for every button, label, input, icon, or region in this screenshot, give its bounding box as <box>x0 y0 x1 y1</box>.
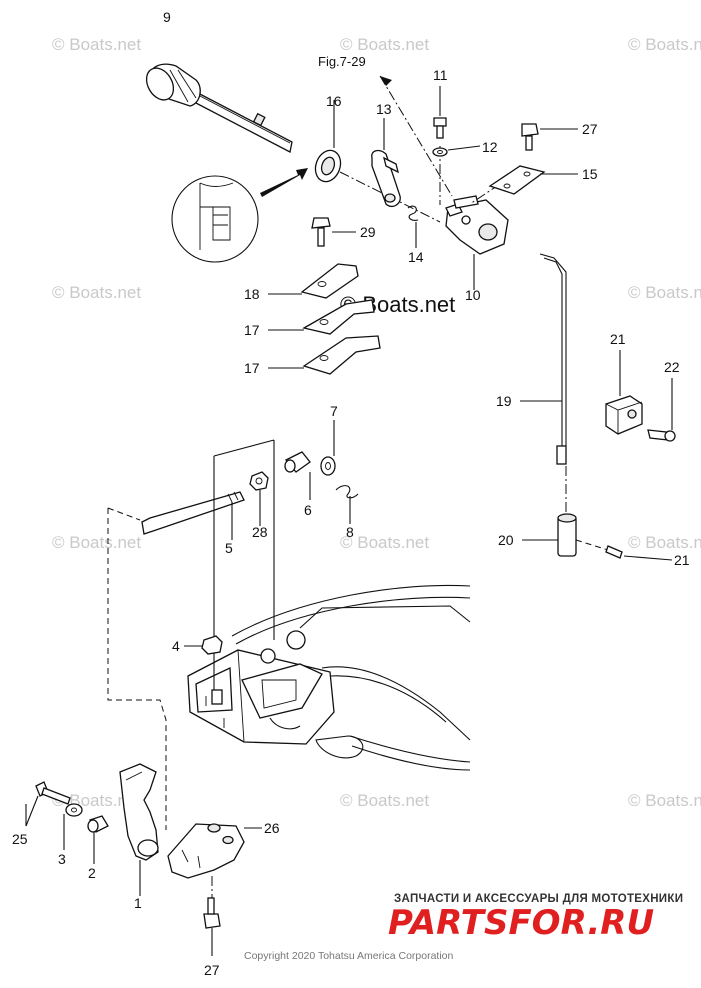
part-label: 29 <box>360 224 376 240</box>
part-label: 2 <box>88 865 96 881</box>
part-25-block <box>167 823 262 879</box>
watermark: © Boats.net <box>340 533 429 552</box>
watermark: © Boats.net <box>628 533 701 552</box>
part-label: 22 <box>664 359 680 375</box>
part-label: 19 <box>496 393 512 409</box>
watermark: © Boats.net <box>628 35 701 54</box>
part-label: 4 <box>172 638 180 654</box>
part-label: 12 <box>482 139 498 155</box>
part-14-clip <box>407 205 419 248</box>
part-9-shaft <box>145 63 293 153</box>
part-label: 27 <box>582 121 598 137</box>
part-4-nut <box>184 635 223 655</box>
part-17a-plate <box>268 299 375 335</box>
part-label: 21 <box>610 331 626 347</box>
part-label: 7 <box>330 403 338 419</box>
part-8-clip <box>335 485 359 524</box>
part-5-rod <box>141 491 245 540</box>
brand-logo: PARTSFOR.RU <box>388 903 654 943</box>
brand-tagline: ЗАПЧАСТИ И АКСЕССУАРЫ ДЛЯ МОТОТЕХНИКИ <box>394 893 683 905</box>
part-1-lever <box>119 763 159 896</box>
part-10-bracket <box>379 75 509 290</box>
part-17b-plate <box>268 335 381 375</box>
part-18-plate <box>268 263 359 299</box>
watermark: © Boats.net <box>628 791 701 810</box>
part-label: 16 <box>326 93 342 109</box>
part-label: 27 <box>204 962 220 978</box>
part-26-bolt <box>203 876 221 956</box>
part-23-screw <box>647 378 676 442</box>
assembly-lines <box>107 507 167 830</box>
detail-circle <box>171 168 308 263</box>
part-21-pin <box>605 545 673 561</box>
part-3-washer <box>63 803 83 850</box>
part-label: 11 <box>433 67 448 83</box>
part-label: 10 <box>465 287 481 303</box>
watermark: © Boats.net <box>52 35 141 54</box>
part-11-screw <box>433 86 447 139</box>
part-15-plate <box>488 165 578 195</box>
part-label: 21 <box>674 552 690 568</box>
part-7-washer <box>320 420 336 476</box>
part-19-rod <box>520 253 567 514</box>
part-label: 18 <box>244 286 260 302</box>
part-22-block <box>605 350 643 435</box>
part-label: 3 <box>58 851 66 867</box>
part-label: 9 <box>163 9 171 25</box>
watermark: © Boats.net <box>340 791 429 810</box>
part-label: 14 <box>408 249 424 265</box>
watermark-group: © Boats.net © Boats.net © Boats.net © Bo… <box>52 35 701 810</box>
part-label: 25 <box>12 831 28 847</box>
watermark: © Boats.net <box>628 283 701 302</box>
brand-area: ЗАПЧАСТИ И АКСЕССУАРЫ ДЛЯ МОТОТЕХНИКИ PA… <box>244 893 683 962</box>
part-13-link <box>371 118 401 208</box>
watermark: © Boats.net <box>52 533 141 552</box>
part-label: 1 <box>134 895 142 911</box>
part-label: 26 <box>264 820 280 836</box>
part-label: 13 <box>376 101 392 117</box>
part-24-screw <box>25 781 71 827</box>
part-28-bolt <box>521 123 578 151</box>
part-label: 8 <box>346 524 354 540</box>
watermark: © Boats.net <box>52 283 141 302</box>
part-label: 5 <box>225 540 233 556</box>
part-2-spacer <box>87 815 109 864</box>
part-label: 28 <box>252 524 268 540</box>
part-label: 15 <box>582 166 598 182</box>
watermark: © Boats.net <box>340 35 429 54</box>
copyright-text: Copyright 2020 Tohatsu America Corporati… <box>244 950 454 962</box>
part-label: 20 <box>498 532 514 548</box>
part-12-washer <box>432 145 481 157</box>
part-29-bolt <box>311 217 356 247</box>
figure-reference: Fig.7-29 <box>318 54 366 69</box>
chassis-frame <box>187 439 471 771</box>
part-labels: 9 Fig.7-29 11 16 13 27 12 15 29 14 10 18… <box>12 9 690 978</box>
part-label: 6 <box>304 502 312 518</box>
part-20-sleeve <box>522 513 609 557</box>
part-27-nut <box>249 471 269 526</box>
part-label: 17 <box>244 360 260 376</box>
part-16-seal <box>314 100 441 223</box>
part-label: 17 <box>244 322 260 338</box>
part-6-pin <box>284 451 311 500</box>
